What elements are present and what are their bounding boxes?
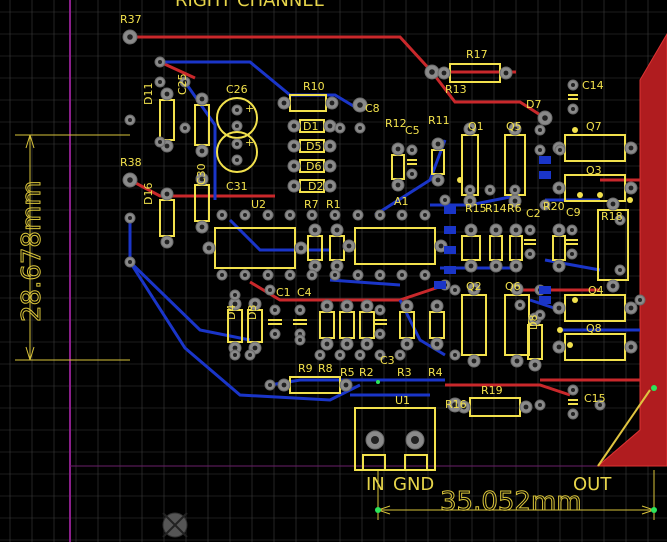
- ref-label-r6: R6: [507, 202, 522, 215]
- ref-label-r16: R16: [445, 398, 467, 411]
- copper-pour-right: [596, 33, 667, 467]
- ref-label-d2: D2: [308, 180, 323, 193]
- component-c26[interactable]: +: [216, 97, 258, 139]
- ref-label-r37: R37: [120, 13, 142, 26]
- ref-label-r15: R15: [465, 202, 487, 215]
- component-c15[interactable]: [568, 399, 578, 405]
- ref-label-r38: R38: [120, 156, 142, 169]
- component-c9[interactable]: [566, 239, 578, 245]
- connector-u1[interactable]: [354, 407, 436, 471]
- connector-gnd-label: GND: [393, 474, 434, 495]
- ref-label-a1: A1: [394, 195, 409, 208]
- ref-label-c8: C8: [365, 102, 380, 115]
- ref-label-r3: R3: [397, 366, 412, 379]
- component-c4[interactable]: [293, 319, 307, 325]
- ref-label-d11: D11: [142, 83, 155, 105]
- ref-label-d3: D3: [246, 305, 259, 320]
- ref-label-q3: Q3: [586, 164, 602, 177]
- ref-label-q1: Q1: [468, 120, 484, 133]
- ref-label-q6: Q6: [505, 280, 521, 293]
- ref-label-q2: Q2: [466, 280, 482, 293]
- dimension-vertical-value: 28.678mm: [17, 180, 47, 322]
- ref-label-c26: C26: [226, 83, 248, 96]
- ref-label-c14: C14: [582, 79, 604, 92]
- ref-label-r10: R10: [303, 80, 325, 93]
- snap-point: [651, 385, 657, 391]
- ref-label-r12: R12: [385, 117, 407, 130]
- ref-label-d16: D16: [142, 183, 155, 205]
- title-text: RIGHT CHANNEL: [175, 0, 324, 11]
- ref-label-q8: Q8: [586, 322, 602, 335]
- ref-label-d7: D7: [526, 98, 541, 111]
- ref-label-u2: U2: [251, 198, 266, 211]
- ref-label-c30: C30: [195, 163, 208, 185]
- dimension-horizontal: 35.052mm: [377, 470, 655, 520]
- component-c14[interactable]: [568, 94, 578, 100]
- svg-text:+: +: [245, 136, 254, 149]
- snap-point: [375, 507, 381, 513]
- component-c2[interactable]: [524, 239, 536, 245]
- ref-label-r2: R2: [359, 366, 374, 379]
- ref-label-d5: D5: [306, 140, 321, 153]
- ref-label-c25: C25: [176, 73, 189, 95]
- top-copper-traces: [129, 35, 640, 397]
- ref-label-c4: C4: [297, 286, 312, 299]
- ref-label-c15: C15: [584, 392, 606, 405]
- ref-label-r13: R13: [445, 83, 467, 96]
- component-c1[interactable]: [268, 319, 282, 325]
- ref-label-u1: U1: [395, 394, 410, 407]
- ref-label-c2: C2: [526, 207, 541, 220]
- ref-label-c31: C31: [226, 180, 248, 193]
- ref-label-d8: D8: [527, 315, 540, 330]
- ref-label-r1: R1: [326, 198, 341, 211]
- svg-text:+: +: [245, 102, 254, 115]
- ref-label-r14: R14: [485, 202, 507, 215]
- ref-label-r11: R11: [428, 114, 450, 127]
- ref-label-c9: C9: [566, 206, 581, 219]
- ref-label-d4: D4: [225, 305, 238, 320]
- ref-label-c1: C1: [276, 286, 291, 299]
- ref-label-q4: Q4: [588, 284, 604, 297]
- ref-label-r18: R18: [601, 210, 623, 223]
- ref-label-r19: R19: [481, 384, 503, 397]
- ref-label-r4: R4: [428, 366, 443, 379]
- ref-label-d6: D6: [306, 160, 321, 173]
- components-layer: ++: [122, 29, 646, 420]
- ref-label-r8: R8: [318, 362, 333, 375]
- connector-in-label: IN: [366, 474, 385, 495]
- component-c31[interactable]: +: [216, 131, 258, 173]
- ref-label-c5: C5: [405, 124, 420, 137]
- ref-label-r20: R20: [543, 200, 565, 213]
- snap-point: [651, 507, 657, 513]
- ref-label-d1: D1: [303, 120, 318, 133]
- dimension-vertical: 28.678mm: [15, 134, 130, 361]
- ref-label-q7: Q7: [586, 120, 602, 133]
- component-c5[interactable]: [407, 159, 417, 165]
- ref-label-r7: R7: [304, 198, 319, 211]
- connector-out-label: OUT: [573, 474, 612, 495]
- ref-label-r5: R5: [340, 366, 355, 379]
- ref-label-r17: R17: [466, 48, 488, 61]
- dimension-horizontal-value: 35.052mm: [440, 487, 582, 517]
- ref-label-c3: C3: [380, 354, 395, 367]
- ref-label-q5: Q5: [506, 120, 522, 133]
- snap-point: [376, 380, 380, 384]
- component-c3[interactable]: [373, 319, 387, 325]
- ref-label-r9: R9: [298, 362, 313, 375]
- origin-marker-icon: [162, 512, 188, 538]
- silk-edge-right: [597, 389, 651, 467]
